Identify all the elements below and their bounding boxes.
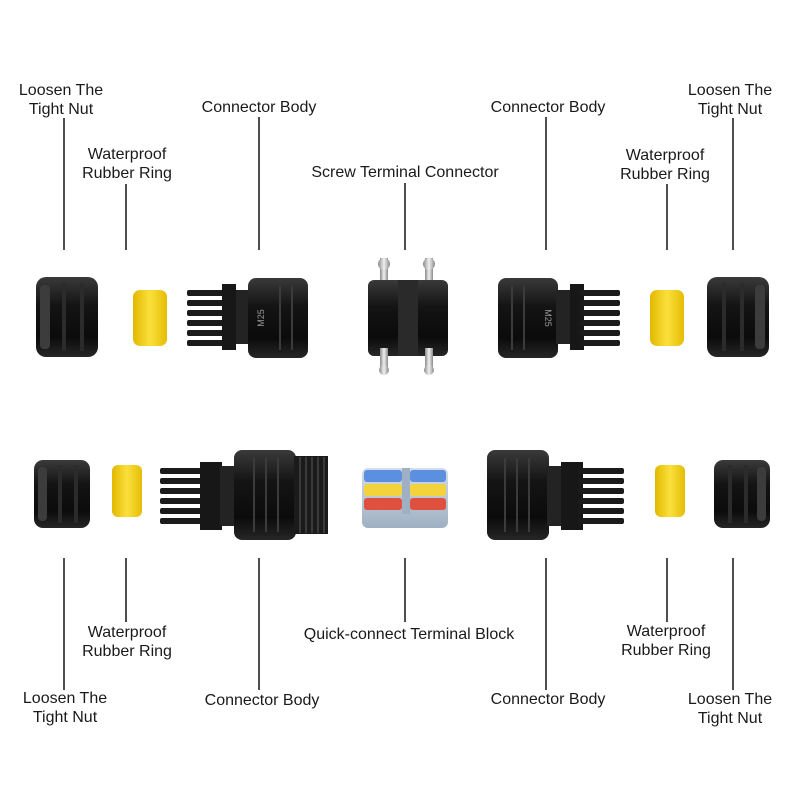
- label-rubber-ring-bottom-left: Waterproof Rubber Ring: [82, 623, 172, 661]
- tight-nut-top-right: [707, 277, 769, 357]
- label-rubber-ring-top-right: Waterproof Rubber Ring: [620, 146, 710, 184]
- label-line: Connector Body: [201, 99, 317, 116]
- leader-lines: [63, 117, 734, 690]
- label-line: Waterproof: [87, 624, 167, 641]
- label-line: Tight Nut: [28, 101, 94, 118]
- label-line: Connector Body: [490, 691, 606, 708]
- body-marking: M25: [543, 309, 553, 327]
- screw-terminal-connector: [368, 258, 448, 375]
- label-line: Waterproof: [626, 623, 706, 640]
- label-loosen-nut-bottom-left: Loosen The Tight Nut: [23, 689, 107, 727]
- label-connector-body-bottom-right: Connector Body: [491, 690, 606, 709]
- tight-nut-bottom-left: [34, 460, 90, 528]
- label-loosen-nut-bottom-right: Loosen The Tight Nut: [688, 690, 772, 728]
- label-connector-body-top-right: Connector Body: [491, 98, 606, 117]
- rubber-ring-bottom-right: [655, 465, 685, 517]
- label-line: Loosen The: [687, 82, 773, 99]
- tight-nut-top-left: [36, 277, 98, 357]
- label-loosen-nut-top-right: Loosen The Tight Nut: [688, 81, 772, 119]
- tight-nut-bottom-right: [714, 460, 770, 528]
- rubber-ring-top-left: [133, 290, 167, 346]
- label-quick-connect-terminal: Quick-connect Terminal Block: [304, 625, 514, 644]
- label-line: Tight Nut: [697, 710, 763, 727]
- label-loosen-nut-top-left: Loosen The Tight Nut: [19, 81, 103, 119]
- body-marking: M25: [256, 309, 266, 327]
- connector-body-bottom-left: [160, 450, 328, 540]
- label-line: Loosen The: [687, 691, 773, 708]
- rubber-ring-top-right: [650, 290, 684, 346]
- connector-body-bottom-right: [487, 450, 624, 540]
- label-line: Tight Nut: [32, 709, 98, 726]
- label-line: Waterproof: [625, 147, 705, 164]
- label-line: Rubber Ring: [82, 643, 172, 660]
- label-line: Connector Body: [204, 692, 320, 709]
- label-connector-body-bottom-left: Connector Body: [205, 691, 320, 710]
- quick-connect-terminal-block: [362, 468, 448, 528]
- connector-body-top-right: M25: [498, 278, 620, 358]
- label-line: Tight Nut: [697, 101, 763, 118]
- label-line: Loosen The: [18, 82, 104, 99]
- label-screw-terminal: Screw Terminal Connector: [311, 163, 498, 182]
- label-rubber-ring-top-left: Waterproof Rubber Ring: [82, 145, 172, 183]
- label-line: Waterproof: [87, 146, 167, 163]
- label-line: Rubber Ring: [620, 166, 710, 183]
- rubber-ring-bottom-left: [112, 465, 142, 517]
- label-rubber-ring-bottom-right: Waterproof Rubber Ring: [621, 622, 711, 660]
- label-line: Connector Body: [490, 99, 606, 116]
- label-line: Screw Terminal Connector: [311, 164, 499, 181]
- connector-body-top-left: M25: [187, 278, 308, 358]
- label-line: Rubber Ring: [82, 165, 172, 182]
- label-line: Rubber Ring: [621, 642, 711, 659]
- label-line: Loosen The: [22, 690, 108, 707]
- label-line: Quick-connect Terminal Block: [303, 626, 515, 643]
- label-connector-body-top-left: Connector Body: [202, 98, 317, 117]
